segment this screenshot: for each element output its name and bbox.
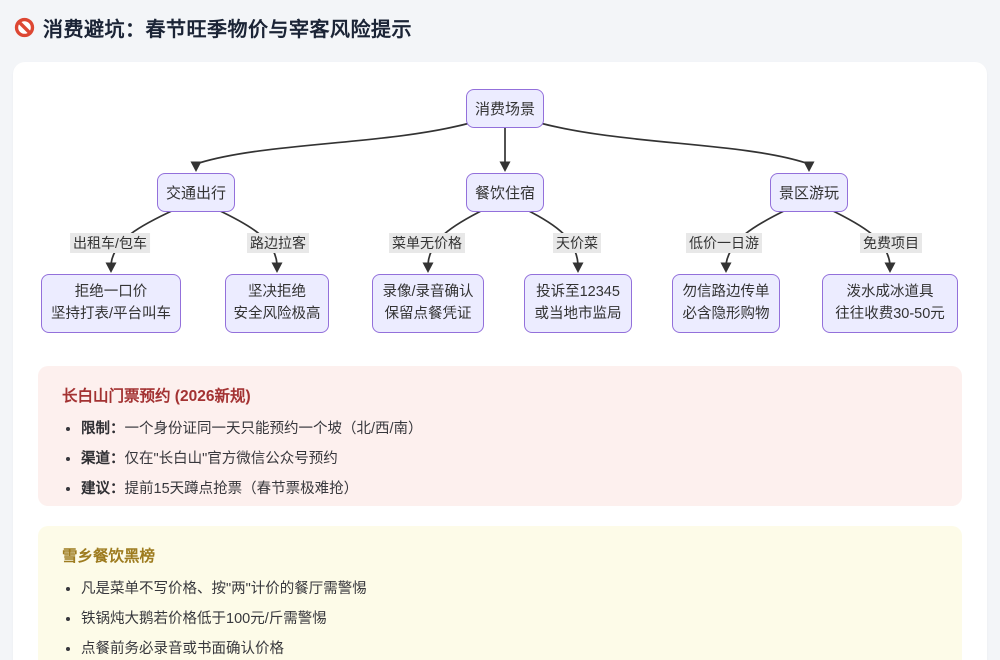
page-title: 消费避坑：春节旺季物价与宰客风险提示 <box>43 19 412 41</box>
edge-label-cheap-tour: 低价一日游 <box>686 233 762 253</box>
list-item: 点餐前务必录音或书面确认价格 <box>81 639 938 660</box>
list-item: 凡是菜单不写价格、按"两"计价的餐厅需警惕 <box>81 579 938 600</box>
flow-leaf-complain-12345: 投诉至12345 或当地市监局 <box>524 274 632 333</box>
list-item: 建议：提前15天蹲点抢票（春节票极难抢） <box>81 479 938 500</box>
flow-leaf-refuse-flat-fare: 拒绝一口价 坚持打表/平台叫车 <box>41 274 181 333</box>
flow-leaf-record-confirm: 录像/录音确认 保留点餐凭证 <box>372 274 484 333</box>
item-label: 渠道： <box>81 451 125 468</box>
flow-node-transport: 交通出行 <box>157 173 235 212</box>
list-item: 铁锅炖大鹅若价格低于100元/斤需警惕 <box>81 609 938 630</box>
item-text: 提前15天蹲点抢票（春节票极难抢） <box>124 481 359 498</box>
edge-label-sky-price-dish: 天价菜 <box>553 233 601 253</box>
xuexiang-list: 凡是菜单不写价格、按"两"计价的餐厅需警惕 铁锅炖大鹅若价格低于100元/斤需警… <box>81 579 938 660</box>
flow-node-root: 消费场景 <box>466 89 544 128</box>
xuexiang-card-title: 雪乡餐饮黑榜 <box>62 548 156 565</box>
flow-node-scenic: 景区游玩 <box>770 173 848 212</box>
changbaishan-card-title: 长白山门票预约 (2026新规) <box>62 388 251 405</box>
edge-label-free-item: 免费项目 <box>860 233 922 253</box>
edge-label-tout: 路边拉客 <box>247 233 309 253</box>
content-card: 消费场景 交通出行 餐饮住宿 景区游玩 出租车/包车 路边拉客 菜单无价格 天价… <box>13 62 987 660</box>
flow-leaf-ice-prop-fee: 泼水成冰道具 往往收费30-50元 <box>822 274 958 333</box>
item-label: 限制： <box>81 421 125 437</box>
flowchart: 消费场景 交通出行 餐饮住宿 景区游玩 出租车/包车 路边拉客 菜单无价格 天价… <box>13 62 987 362</box>
changbaishan-list: 限制：一个身份证同一天只能预约一个坡（北/西/南） 渠道：仅在"长白山"官方微信… <box>81 419 938 500</box>
flow-leaf-ignore-flyers: 勿信路边传单 必含隐形购物 <box>672 274 780 333</box>
list-item: 限制：一个身份证同一天只能预约一个坡（北/西/南） <box>81 419 938 440</box>
xuexiang-blacklist-card: 雪乡餐饮黑榜 凡是菜单不写价格、按"两"计价的餐厅需警惕 铁锅炖大鹅若价格低于1… <box>38 526 962 660</box>
item-label: 建议： <box>81 481 125 498</box>
flow-leaf-firm-refusal: 坚决拒绝 安全风险极高 <box>225 274 329 333</box>
flow-node-dining: 餐饮住宿 <box>466 173 544 212</box>
page-header: 消费避坑：春节旺季物价与宰客风险提示 <box>0 0 1000 42</box>
item-text: 一个身份证同一天只能预约一个坡（北/西/南） <box>124 421 423 437</box>
changbaishan-ticket-card: 长白山门票预约 (2026新规) 限制：一个身份证同一天只能预约一个坡（北/西/… <box>38 366 962 506</box>
edge-label-no-price-menu: 菜单无价格 <box>389 233 465 253</box>
item-text: 仅在"长白山"官方微信公众号预约 <box>124 451 338 468</box>
list-item: 渠道：仅在"长白山"官方微信公众号预约 <box>81 449 938 470</box>
edge-label-taxi: 出租车/包车 <box>70 233 150 253</box>
no-entry-icon <box>14 17 35 38</box>
